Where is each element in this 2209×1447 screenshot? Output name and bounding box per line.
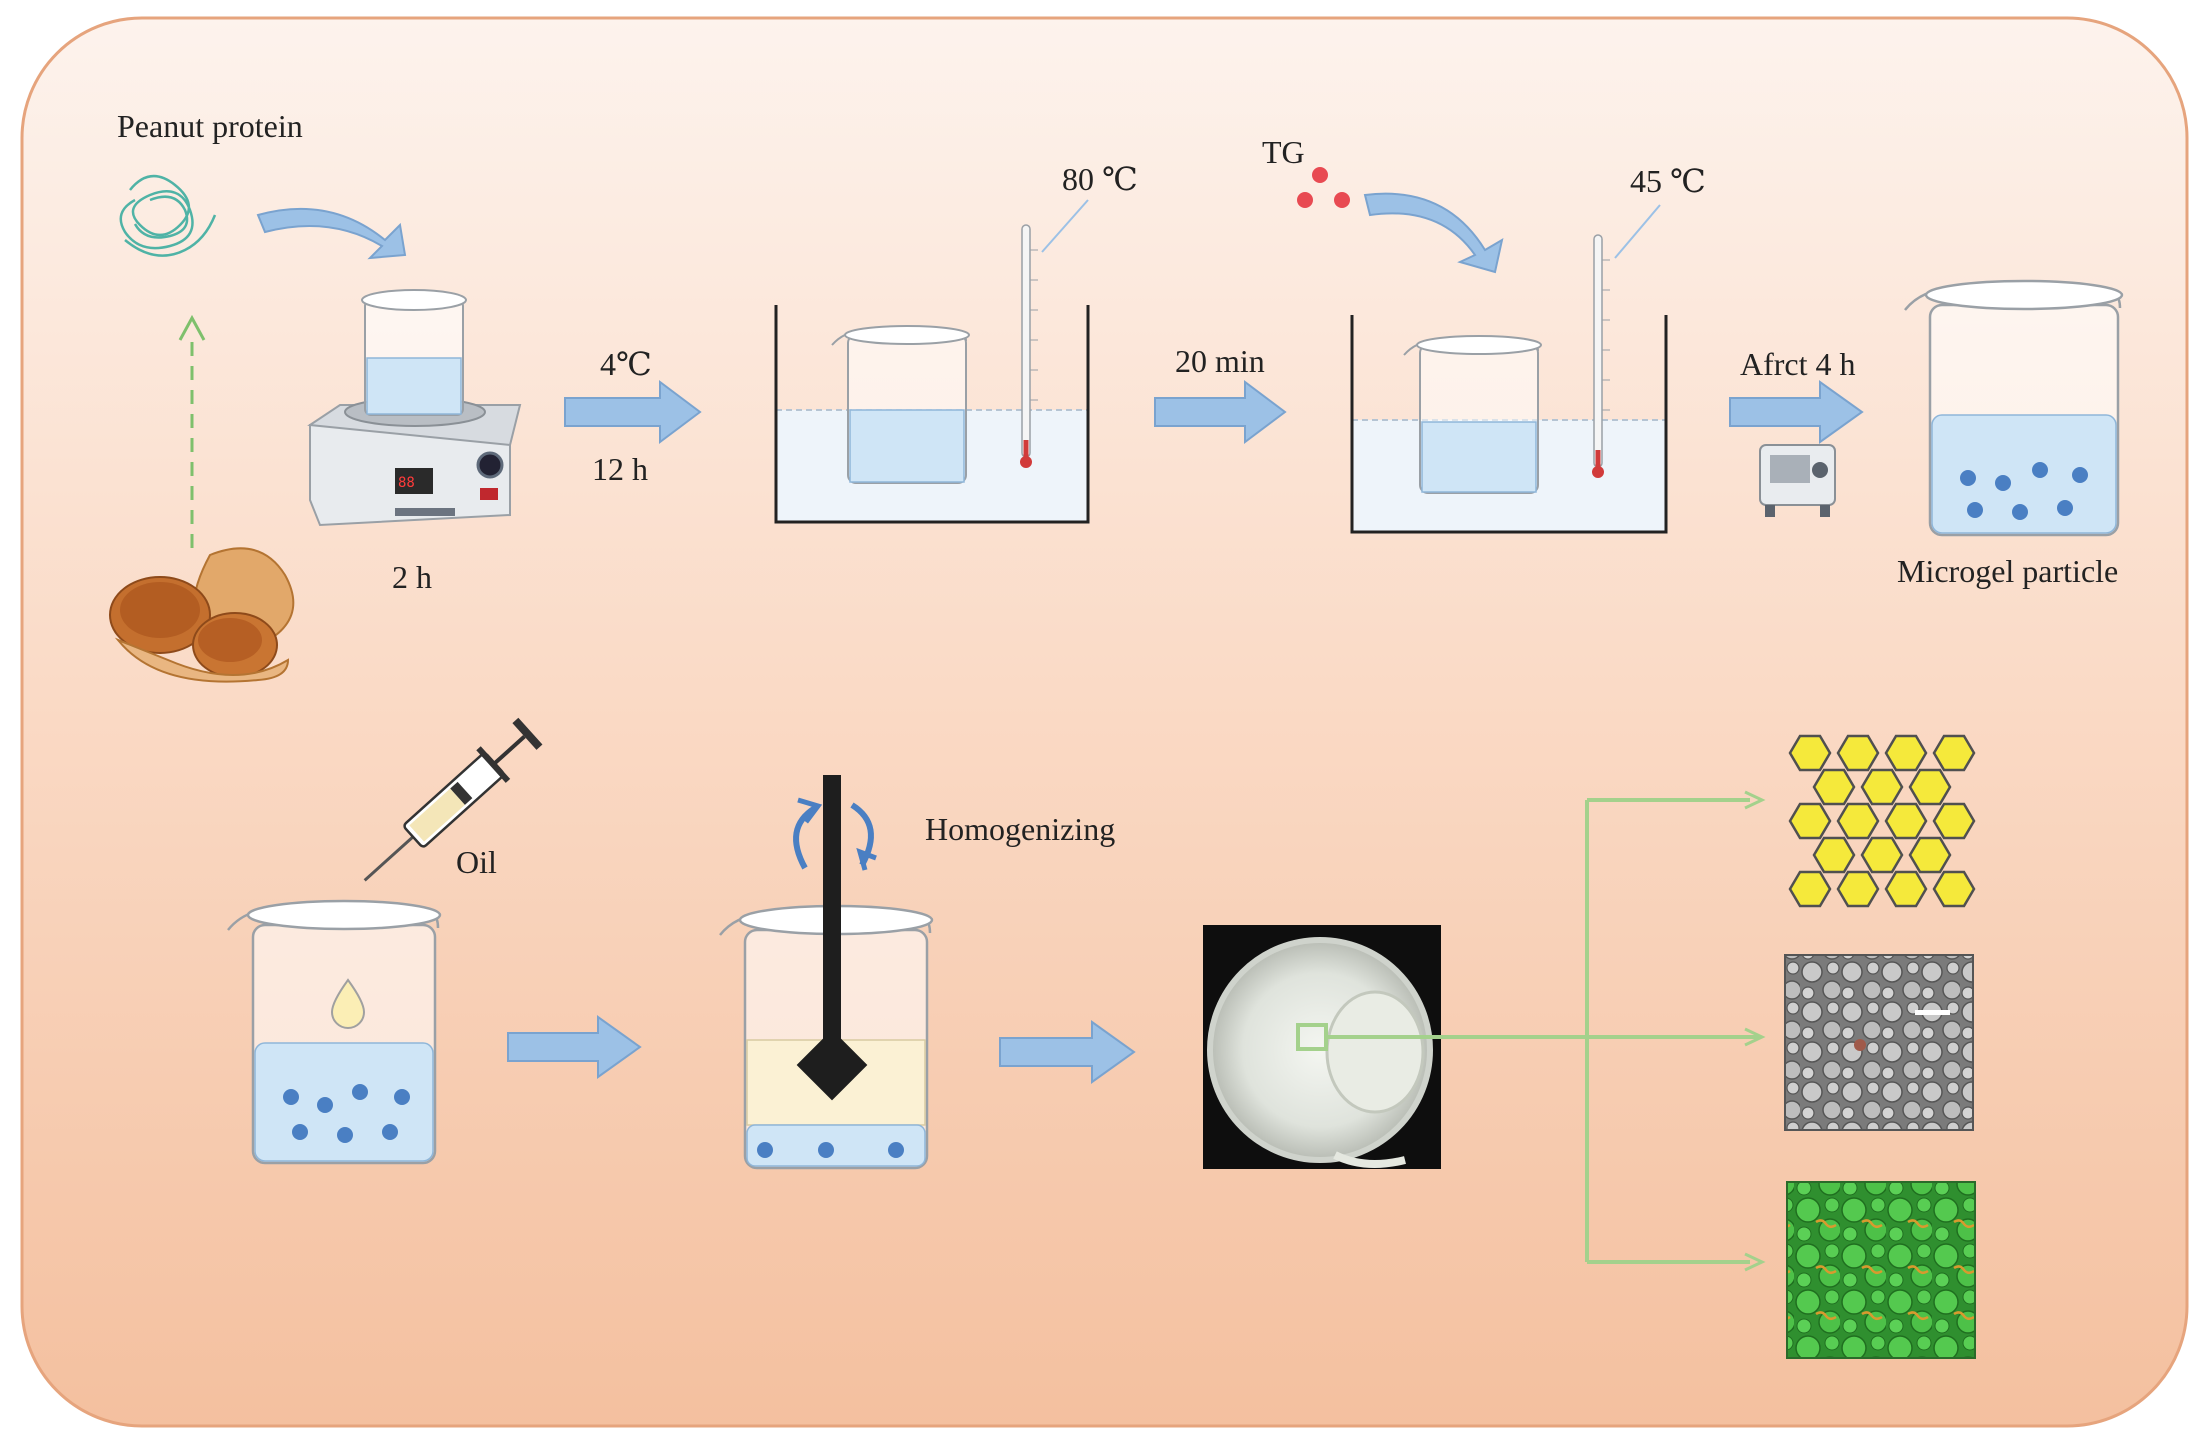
clsm-micrograph: [1786, 1181, 1976, 1359]
pointer-80: [1041, 199, 1089, 253]
beaker-stirrer: [361, 289, 467, 416]
dashed-up-arrow: [178, 314, 206, 548]
arrow-cooling: [564, 380, 702, 444]
cool-temp-label: 4℃: [600, 346, 652, 382]
oil-label: Oil: [456, 844, 497, 880]
arrow-heating: [1154, 380, 1287, 444]
heat-temp-label: 80 ℃: [1062, 161, 1138, 197]
water-bath-80: [774, 305, 1090, 524]
pointer-45: [1614, 204, 1661, 259]
svg-text:88: 88: [398, 475, 415, 491]
microgel-beaker: [1904, 279, 2124, 537]
protein-coil-icon: [119, 175, 217, 257]
peanut-icon: [109, 547, 295, 683]
tg-dots: [1297, 167, 1350, 208]
tg-label: TG: [1262, 134, 1305, 170]
water-bath-45: [1350, 315, 1668, 534]
thermometer-icon: [1592, 234, 1610, 478]
curved-arrow-1: [256, 207, 407, 260]
peanut-protein-label: Peanut protein: [117, 108, 303, 144]
green-connector: [1326, 790, 1766, 1272]
magnetic-stirrer-icon: 88: [307, 397, 522, 527]
heat-time-label: 20 min: [1175, 343, 1265, 379]
after-time-label: Afrct 4 h: [1740, 346, 1856, 382]
arrow-to-homogenize: [507, 1015, 642, 1079]
rotation-arrows-icon: [793, 797, 877, 871]
hexagon-network: [1788, 734, 1976, 908]
sem-micrograph: [1784, 954, 1974, 1131]
arrow-homogenizer: [1729, 380, 1864, 444]
homogenizer-icon: [1759, 444, 1836, 517]
thermometer-icon: [1020, 224, 1038, 468]
enzyme-temp-label: 45 ℃: [1630, 163, 1706, 199]
arrow-to-emulsion: [999, 1020, 1136, 1084]
emulsion-photo: [1203, 925, 1441, 1169]
curved-arrow-2: [1363, 192, 1504, 274]
microgel-label: Microgel particle: [1897, 553, 2118, 589]
cool-time-label: 12 h: [592, 451, 648, 487]
beaker-oil-drop: [227, 899, 442, 1165]
background-panel: [20, 16, 2189, 1428]
homogenizer-probe: [796, 775, 868, 1101]
homogenizing-label: Homogenizing: [925, 811, 1115, 847]
syringe-icon: [363, 717, 543, 882]
stir-time-label: 2 h: [392, 559, 432, 595]
